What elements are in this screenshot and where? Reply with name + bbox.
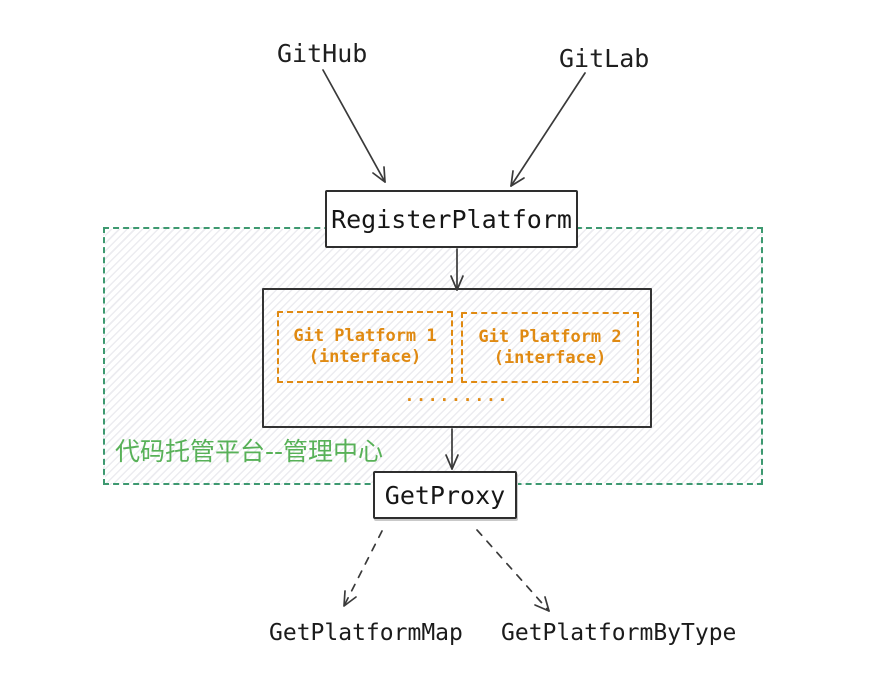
get-proxy-node: GetProxy	[373, 471, 517, 519]
more-platforms-ellipsis: .........	[404, 386, 510, 405]
arrow-getproxy-to-getplatformbytype	[476, 529, 550, 612]
arrow-getproxy-to-getplatformmap	[343, 530, 383, 607]
git-platform-2-title: Git Platform 2	[478, 326, 622, 347]
arrow-gitlab-to-register	[510, 72, 586, 187]
get-proxy-label: GetProxy	[384, 480, 506, 510]
platform-registry-box: Git Platform 1 (interface) Git Platform …	[262, 288, 652, 428]
github-label: GitHub	[277, 39, 368, 68]
register-platform-label: RegisterPlatform	[331, 204, 572, 234]
git-platform-1-subtitle: (interface)	[308, 347, 422, 367]
git-platform-1-box: Git Platform 1 (interface)	[277, 311, 453, 383]
get-platform-map-label: GetPlatformMap	[269, 620, 463, 646]
git-platform-1-title: Git Platform 1	[293, 326, 437, 346]
management-center-zone	[103, 227, 763, 485]
git-platform-2-box: Git Platform 2 (interface)	[461, 312, 639, 383]
management-center-caption: 代码托管平台--管理中心	[115, 437, 384, 466]
git-platform-2-subtitle: (interface)	[493, 347, 607, 368]
arrow-github-to-register	[322, 69, 386, 183]
get-platform-by-type-label: GetPlatformByType	[501, 620, 737, 646]
gitlab-label: GitLab	[559, 44, 650, 73]
register-platform-node: RegisterPlatform	[325, 190, 578, 248]
